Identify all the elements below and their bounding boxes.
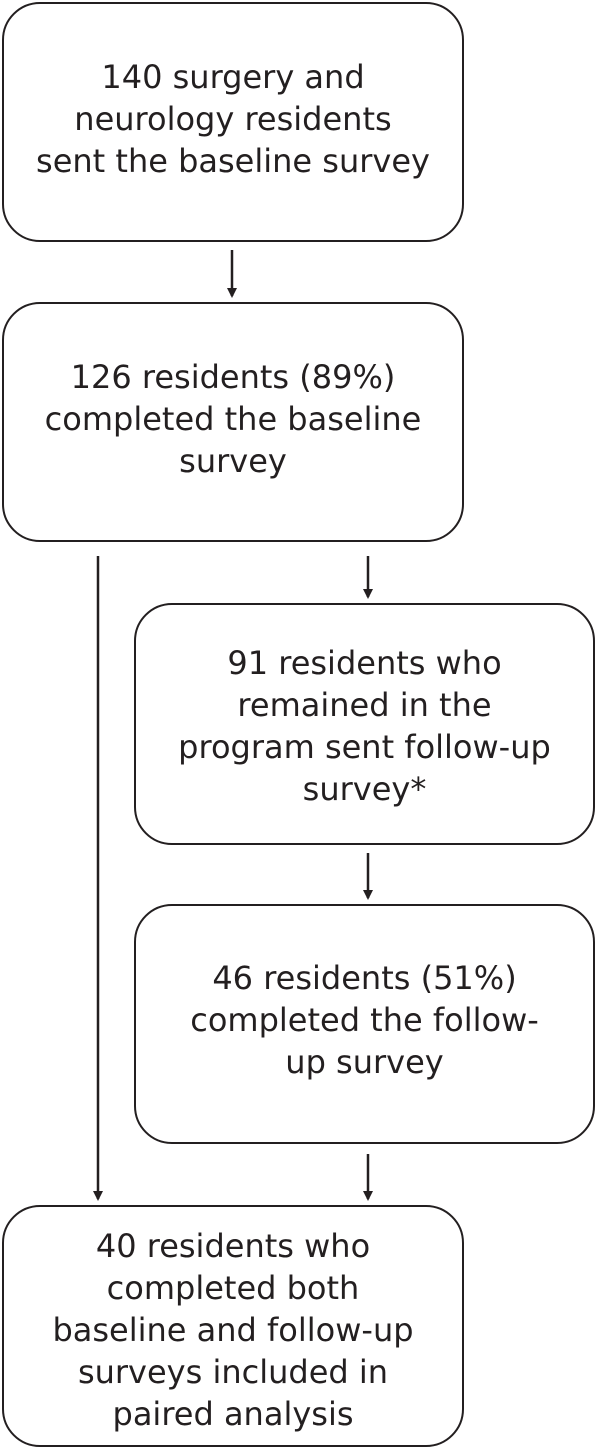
baseline-completed-box: 126 residents (89%) completed the baseli… [2, 302, 464, 542]
baseline-sent-box: 140 surgery and neurology residents sent… [2, 2, 464, 242]
baseline-sent-text: 140 surgery and neurology residents sent… [36, 58, 430, 180]
paired-analysis-box: 40 residents who completed both baseline… [2, 1205, 464, 1447]
followup-sent-text: 91 residents who remained in the program… [178, 644, 551, 808]
followup-completed-box: 46 residents (51%) completed the follow-… [134, 904, 595, 1144]
baseline-completed-text: 126 residents (89%) completed the baseli… [44, 358, 422, 480]
paired-analysis-text: 40 residents who completed both baseline… [52, 1227, 414, 1433]
followup-completed-text: 46 residents (51%) completed the follow-… [190, 959, 539, 1081]
followup-sent-box: 91 residents who remained in the program… [134, 603, 595, 845]
